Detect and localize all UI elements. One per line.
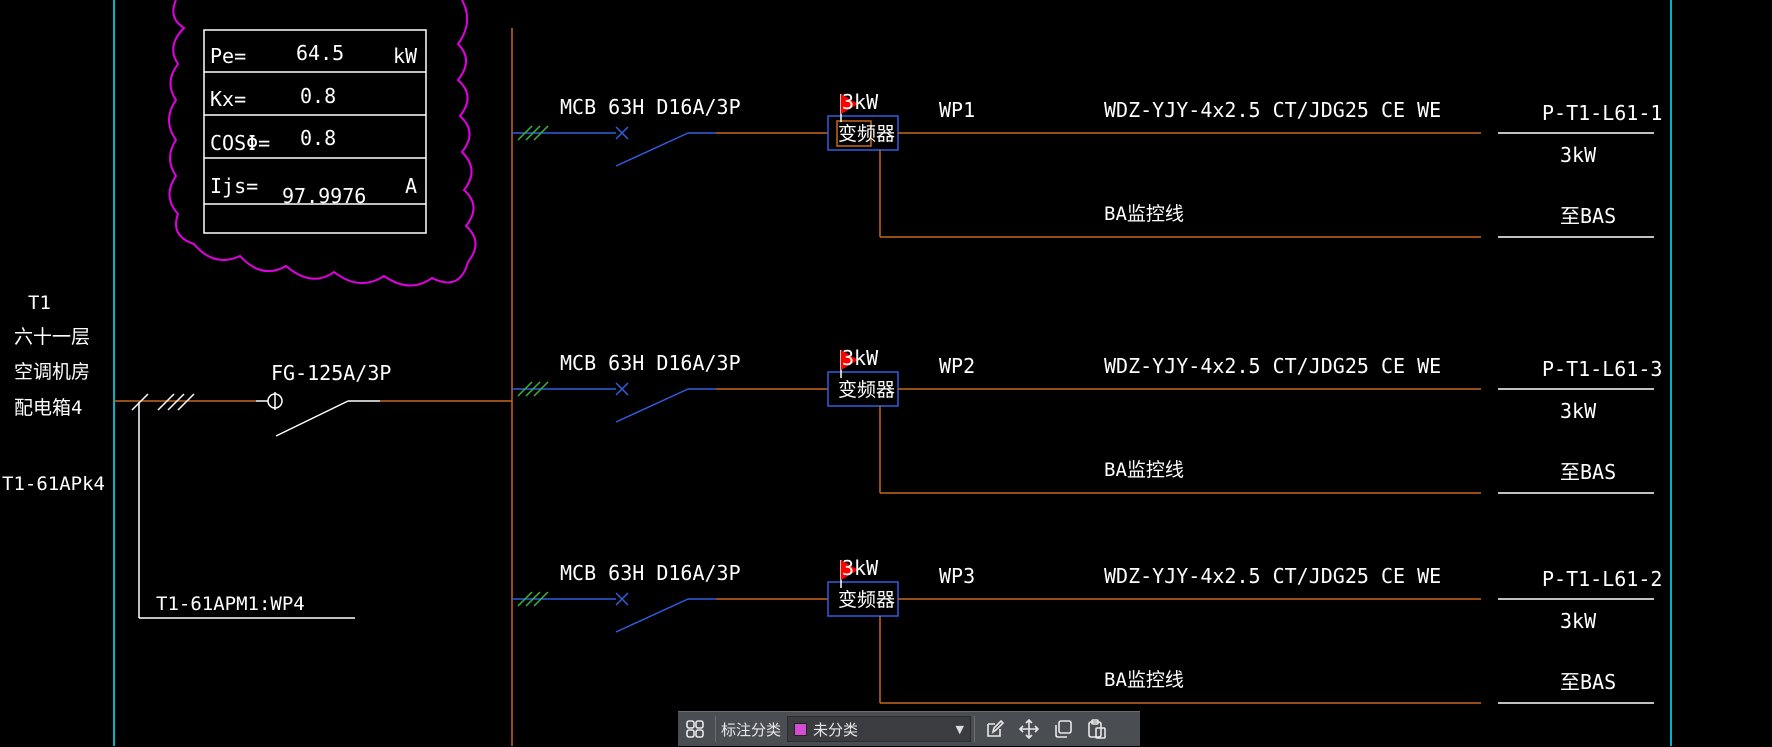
- device-power: 3kW: [842, 90, 879, 114]
- cos-label: COSΦ=: [210, 131, 270, 155]
- destination-label: P-T1-L61-1: [1542, 101, 1662, 125]
- cable-spec: WDZ-YJY-4x2.5 CT/JDG25 CE WE: [1104, 354, 1441, 378]
- panel-line-4: 配电箱4: [14, 397, 82, 419]
- ba-destination: 至BAS: [1560, 204, 1616, 228]
- circuit-number: WP1: [939, 98, 975, 122]
- load-table-text: Pe= 64.5 kW Kx= 0.8 COSΦ= 0.8 Ijs= 97.99…: [210, 41, 418, 208]
- device-label: 变频器: [838, 123, 895, 145]
- category-selected-value: 未分类: [813, 720, 859, 739]
- chevron-down-icon: ▼: [955, 722, 965, 736]
- category-select[interactable]: 未分类 ▼: [787, 716, 972, 742]
- category-label: 标注分类: [721, 720, 782, 739]
- flag-icon: [841, 94, 858, 114]
- destination-label: P-T1-L61-2: [1542, 567, 1662, 591]
- ijs-label: Ijs=: [210, 174, 258, 198]
- breaker-label: MCB 63H D16A/3P: [560, 95, 741, 119]
- ba-destination: 至BAS: [1560, 670, 1616, 694]
- ba-destination: 至BAS: [1560, 460, 1616, 484]
- load-table: [203, 29, 427, 234]
- incoming-breaker-label: FG-125A/3P: [271, 361, 391, 385]
- circuit-1: MCB 63H D16A/3P 3kW 变频器 WP1 WDZ-YJY-4x2.…: [512, 90, 1662, 238]
- panel-line-2: 六十一层: [14, 326, 90, 348]
- circuit-number: WP3: [939, 564, 975, 588]
- ba-label: BA监控线: [1104, 669, 1184, 691]
- flag-icon: [841, 350, 858, 370]
- cos-value: 0.8: [300, 126, 336, 150]
- flag-icon: [841, 560, 858, 580]
- destination-label: P-T1-L61-3: [1542, 357, 1662, 381]
- device-power: 3kW: [842, 556, 879, 580]
- destination-power: 3kW: [1560, 609, 1597, 633]
- destination-power: 3kW: [1560, 399, 1597, 423]
- incoming-feeder: [114, 392, 512, 619]
- cable-spec: WDZ-YJY-4x2.5 CT/JDG25 CE WE: [1104, 98, 1441, 122]
- circuit-2: MCB 63H D16A/3P 3kW 变频器 WP2 WDZ-YJY-4x2.…: [512, 346, 1662, 494]
- kx-value: 0.8: [300, 84, 336, 108]
- panel-line-3: 空调机房: [14, 361, 90, 383]
- ba-label: BA监控线: [1104, 459, 1184, 481]
- panel-line-1: T1: [28, 292, 51, 314]
- kx-label: Kx=: [210, 87, 246, 111]
- ba-label: BA监控线: [1104, 203, 1184, 225]
- pe-value: 64.5: [296, 41, 344, 65]
- move-icon[interactable]: [1012, 712, 1046, 747]
- revision-cloud: [168, 0, 477, 287]
- panel-id: T1-61APk4: [2, 473, 105, 495]
- edit-icon[interactable]: [978, 712, 1012, 747]
- ijs-unit: A: [405, 174, 417, 198]
- pe-unit: kW: [393, 44, 418, 68]
- feeder-source-label: T1-61APM1:WP4: [156, 593, 305, 615]
- circuit-3: MCB 63H D16A/3P 3kW 变频器 WP3 WDZ-YJY-4x2.…: [512, 556, 1662, 704]
- device-label: 变频器: [838, 589, 895, 611]
- paste-icon[interactable]: [1080, 712, 1114, 747]
- toolbar-divider: [974, 716, 976, 742]
- panel-description: T1 六十一层 空调机房 配电箱4 T1-61APk4: [2, 292, 105, 495]
- category-color-swatch: [794, 722, 808, 736]
- destination-power: 3kW: [1560, 143, 1597, 167]
- pe-label: Pe=: [210, 44, 246, 68]
- copy-icon[interactable]: [1046, 712, 1080, 747]
- circuit-number: WP2: [939, 354, 975, 378]
- device-label: 变频器: [838, 379, 895, 401]
- grid-icon[interactable]: [678, 712, 712, 747]
- device-power: 3kW: [842, 346, 879, 370]
- cable-spec: WDZ-YJY-4x2.5 CT/JDG25 CE WE: [1104, 564, 1441, 588]
- breaker-label: MCB 63H D16A/3P: [560, 561, 741, 585]
- toolbar-divider: [715, 716, 716, 742]
- ijs-value: 97.9976: [282, 184, 366, 208]
- annotation-toolbar: 标注分类 未分类 ▼: [678, 711, 1140, 746]
- breaker-label: MCB 63H D16A/3P: [560, 351, 741, 375]
